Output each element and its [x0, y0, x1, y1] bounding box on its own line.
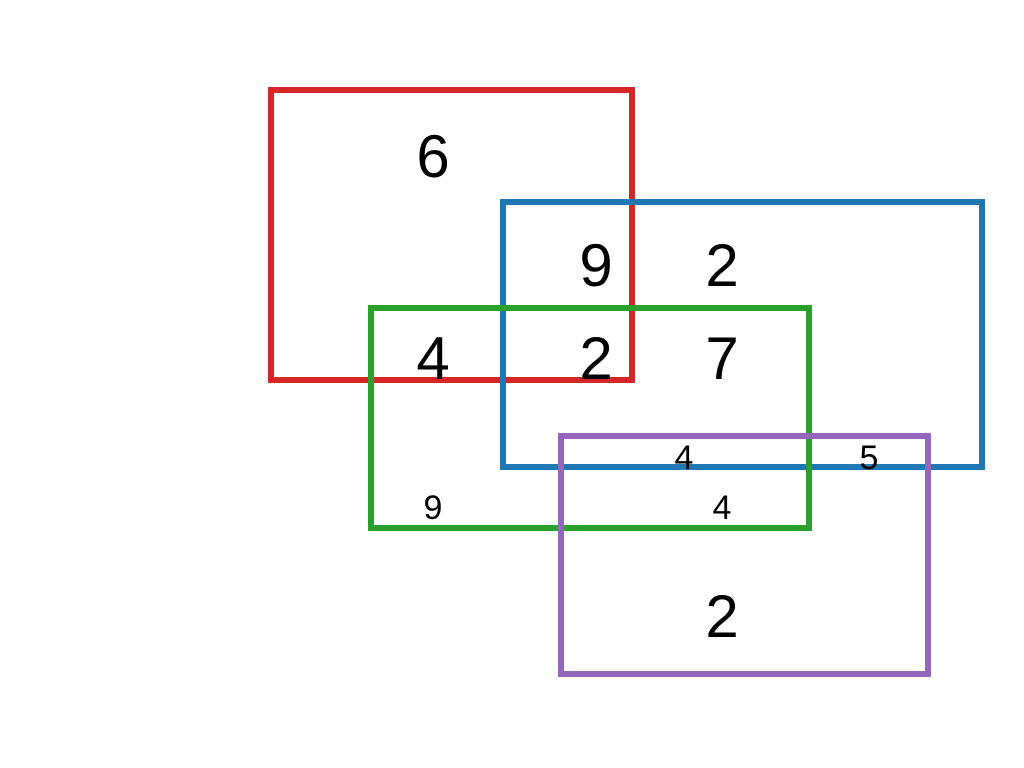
region-blue-green-purple-count: 4 [674, 439, 694, 477]
region-purple-only-count: 2 [705, 583, 739, 650]
region-red-blue-count: 9 [579, 232, 613, 299]
region-blue-purple-count: 5 [859, 439, 879, 477]
region-blue-only-count: 2 [705, 232, 739, 299]
region-red-only-count: 6 [416, 123, 450, 190]
set-red-rectangle [268, 87, 635, 383]
set-purple-rectangle [558, 433, 931, 677]
region-red-blue-green-count: 2 [579, 325, 613, 392]
set-green-rectangle [368, 305, 812, 531]
region-blue-green-count: 7 [705, 325, 739, 392]
set-blue-rectangle [500, 199, 985, 470]
region-green-only-count: 9 [423, 489, 443, 527]
region-green-purple-count: 4 [712, 489, 732, 527]
region-red-green-count: 4 [416, 325, 450, 392]
